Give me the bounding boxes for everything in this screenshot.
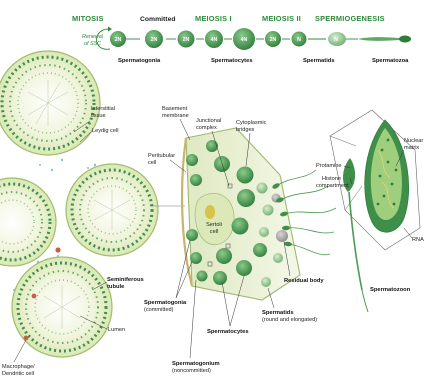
label-junctional-1: Junctional — [196, 118, 221, 124]
ploidy-n-a: N — [297, 37, 301, 43]
tubule-segment-wedge — [182, 128, 336, 300]
row-label-spermatids: Spermatids — [303, 58, 335, 64]
stage-mitosis: MITOSIS — [72, 14, 104, 23]
stage-spermiogenesis: SPERMIOGENESIS — [315, 14, 385, 23]
label-protamine: Protamine — [316, 163, 342, 169]
label-lumen: Lumen — [108, 327, 125, 333]
ssc-label-line1: Renewal — [82, 34, 104, 40]
label-spermatogonia-committed-2: (committed) — [144, 307, 174, 313]
stage-meiosis-2: MEIOSIS II — [262, 14, 301, 23]
tubule-1 — [0, 51, 100, 155]
ploidy-2n-c: 2N — [183, 37, 190, 43]
label-peritubular-1: Peritubular — [148, 153, 175, 159]
residual-body — [276, 230, 288, 242]
sertoli-nucleus — [205, 205, 215, 219]
tubule-3 — [0, 178, 56, 266]
label-spermatogonia-committed-1: Spermatogonia — [144, 300, 187, 306]
label-nuclear-1: Nuclear — [404, 138, 423, 144]
row-labels: Spermatogonia Spermatocytes Spermatids S… — [118, 58, 409, 64]
stage-committed: Committed — [140, 16, 176, 23]
label-junctional-2: complex — [196, 125, 217, 131]
ploidy-2n-b: 2N — [151, 37, 158, 43]
label-basement-2: membrane — [162, 113, 189, 119]
label-macrophage-1: Macrophage/ — [2, 364, 35, 370]
label-spermatogonium-1: Spermatogonium — [172, 361, 220, 367]
label-histone-2: compartment — [316, 183, 349, 189]
tubule-2 — [66, 164, 158, 256]
label-rna: RNA — [412, 237, 424, 243]
label-residual-body: Residual body — [284, 278, 324, 284]
sertoli-cell — [195, 193, 234, 244]
ploidy-4n-a: 4N — [211, 37, 218, 43]
label-nuclear-2: matrix — [404, 145, 419, 151]
stage-meiosis-1: MEIOSIS I — [195, 14, 232, 23]
label-spermatids-2: (round and elongated) — [262, 317, 317, 323]
label-seminiferous-2: tubule — [107, 284, 125, 290]
stage-headings: MITOSIS Committed MEIOSIS I MEIOSIS II S… — [72, 14, 385, 23]
label-spermatogonium-2: (noncommitted) — [172, 368, 211, 374]
label-cytoplasmic-2: bridges — [236, 127, 255, 133]
ploidy-2n-d: 2N — [270, 37, 277, 43]
ssc-label-line2: of SSC — [84, 41, 101, 47]
row-label-spermatozoa: Spermatozoa — [372, 58, 409, 64]
label-seminiferous-1: Seminiferous — [107, 277, 144, 283]
spermatozoon-head-icon — [399, 36, 411, 43]
label-macrophage-2: Dendritic cell — [2, 371, 34, 377]
label-peritubular-2: cell — [148, 160, 156, 166]
tubule-cross-sections — [0, 51, 158, 357]
label-cytoplasmic-1: Cytoplasmic — [236, 120, 267, 126]
label-spermatids-1: Spermatids — [262, 310, 294, 316]
label-spermatozoon: Spermatozoon — [370, 287, 411, 293]
label-interstitial-2: tissue — [91, 113, 106, 119]
progression-row: 2N 2N 2N 4N 4N 2N N N — [110, 28, 411, 50]
row-label-spermatogonia: Spermatogonia — [118, 58, 161, 64]
label-sertoli-2: cell — [210, 229, 218, 235]
label-basement-1: Basement — [162, 106, 188, 112]
label-leydig-cell: Leydig cell — [92, 128, 118, 134]
ploidy-2n-a: 2N — [115, 37, 122, 43]
label-sertoli-1: Sertoli — [206, 222, 222, 228]
tubule-4 — [12, 257, 112, 357]
label-interstitial-1: Interstitial — [91, 106, 115, 112]
arrowhead-icon — [108, 27, 112, 32]
label-histone-1: Histone — [322, 176, 341, 182]
ploidy-n-b: N — [334, 37, 338, 43]
row-label-spermatocytes: Spermatocytes — [211, 58, 253, 64]
ssc-renewal: Renewal of SSC — [82, 27, 112, 50]
label-spermatocytes: Spermatocytes — [207, 329, 249, 335]
ploidy-4n-b: 4N — [241, 37, 248, 43]
